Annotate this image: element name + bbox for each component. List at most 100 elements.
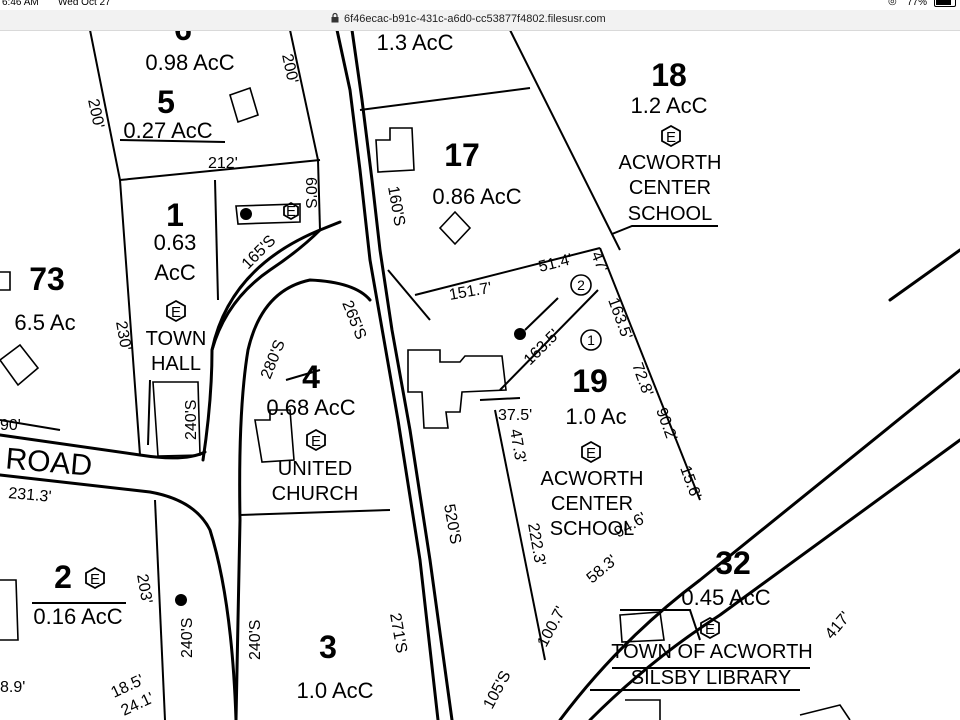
exempt-marker-lot-18: E	[666, 129, 676, 146]
lot-18-area: 1.2 AcC	[630, 93, 707, 118]
building-lot-73-b	[0, 271, 11, 291]
dot-lot-1	[240, 208, 252, 220]
dot-lot-2	[175, 594, 187, 606]
lot-line-19-left	[494, 409, 546, 661]
lot-17-label: 17	[444, 137, 480, 173]
lot-6-area: 0.98 AcC	[145, 50, 234, 75]
lot-line-2	[214, 179, 219, 301]
lot-line-5	[0, 419, 61, 431]
building-lot-2	[0, 579, 19, 641]
lot-18-label: 18	[651, 57, 687, 93]
circle-marker-2	[570, 274, 592, 296]
lot-line-4-left	[285, 369, 321, 381]
main-road-left-edge	[335, 28, 440, 720]
lot-line-19-upper	[479, 397, 521, 401]
lot-32-lines	[620, 609, 701, 641]
status-date: Wed Oct 27	[58, 0, 111, 8]
building-lot-5	[229, 86, 259, 124]
dim-265s: 265'S	[338, 298, 369, 342]
exempt-marker-lot-32: E	[705, 621, 715, 638]
lot-5-underline	[119, 139, 226, 143]
dim-72-8: 72.8'	[628, 361, 656, 399]
lot-line-3	[317, 159, 321, 231]
diagonal-road-upper	[558, 368, 960, 720]
lot-line-17-bottom	[414, 247, 601, 296]
dim-280s: 280'S	[258, 338, 289, 382]
hex-church	[306, 428, 326, 452]
dim-90: 90'	[0, 417, 21, 434]
dim-212: 212'	[208, 155, 238, 172]
building-bottom-right	[799, 704, 851, 720]
dim-105s: 105'S	[481, 668, 515, 712]
battery-percent: 77%	[907, 0, 928, 8]
lot-4-label: 4	[302, 359, 320, 395]
lot-1-area-b: AcC	[154, 260, 196, 285]
dim-222-3: 222.3'	[524, 522, 548, 567]
wifi-icon: ◎	[888, 0, 897, 7]
building-lot-73	[0, 343, 40, 387]
lot-1-area-a: 0.63	[154, 230, 197, 255]
status-time: 6:46 AM	[2, 0, 39, 8]
dim-37-5: 37.5'	[498, 407, 532, 424]
tax-map-drawing: 6 0.98 AcC 5 0.27 AcC 1 0.63 AcC 73 6.5 …	[0, 11, 960, 720]
school-label-c: SCHOOL	[550, 518, 634, 540]
silsby-library-label: SILSBY LIBRARY	[631, 667, 791, 689]
school-label-b: CENTER	[551, 493, 633, 515]
dim-8-9: 8.9'	[0, 679, 25, 696]
exempt-marker-lot-19: E	[586, 445, 596, 462]
dim-51-4: 51.4'	[537, 251, 574, 276]
url-text: 6f46ecac-b91c-431c-a6d0-cc53877f4802.fil…	[344, 13, 606, 25]
lot-73-area: 6.5 Ac	[14, 310, 75, 335]
status-bar: 6:46 AM Wed Oct 27 ◎ 77%	[0, 0, 960, 12]
lot-32-label: 32	[715, 545, 751, 581]
dim-15-6: 15.6'	[676, 464, 704, 502]
building-lot-19	[407, 349, 507, 429]
lot-line-2-left	[154, 499, 166, 720]
town-of-acworth-label: TOWN OF ACWORTH	[611, 641, 812, 663]
dim-200-right: 200'	[278, 52, 301, 85]
lot-line-17-top	[359, 87, 531, 111]
lot-4-area: 0.68 AcC	[266, 395, 355, 420]
school-label-a: ACWORTH	[541, 468, 644, 490]
lot-line-4	[289, 29, 319, 161]
lot-3-area: 1.0 AcC	[296, 678, 373, 703]
lot-line-1	[119, 159, 321, 181]
lot-2-label: 2	[54, 559, 72, 595]
school-top-label-a: ACWORTH	[619, 152, 722, 174]
school-top-label-c: SCHOOL	[628, 203, 712, 225]
dim-240s-hall: 240'S	[183, 400, 200, 440]
loop-road-upper	[210, 228, 322, 352]
dim-203: 203'	[133, 573, 155, 605]
united-church-label-b: CHURCH	[272, 483, 359, 505]
hex-lot-1	[283, 201, 299, 221]
dim-151: 151.7'	[448, 280, 493, 304]
exempt-marker-town-hall: E	[171, 304, 181, 321]
dim-520s: 520'S	[440, 503, 464, 546]
lock-icon	[331, 12, 339, 23]
dot-lot-19	[514, 328, 526, 340]
building-town-hall	[152, 381, 201, 457]
dim-60s: 60'S	[302, 177, 319, 209]
circle-marker-2-label: 2	[577, 277, 585, 293]
hex-lot-19	[581, 440, 601, 464]
lot-line-4-bottom	[239, 509, 391, 516]
lot-19-area: 1.0 Ac	[565, 404, 626, 429]
lot-5-area: 0.27 AcC	[123, 118, 212, 143]
dim-58-3: 58.3'	[584, 552, 621, 587]
hex-lot-18	[661, 124, 681, 148]
battery-icon	[934, 0, 956, 7]
dim-271s: 271'S	[386, 612, 410, 655]
building-lot-17-square	[438, 210, 472, 246]
browser-address-bar[interactable]: 6f46ecac-b91c-431c-a6d0-cc53877f4802.fil…	[0, 10, 960, 31]
exempt-marker-lot-2: E	[90, 571, 100, 588]
dim-200-left: 200'	[84, 97, 107, 130]
lot-line-17-right	[509, 29, 621, 251]
lot-17-area: 0.86 AcC	[432, 184, 521, 209]
dim-240s-lower: 240'S	[179, 618, 196, 658]
hex-lot-2	[85, 566, 105, 590]
circle-marker-1-label: 1	[587, 332, 595, 348]
dim-240s-lot3: 240'S	[247, 620, 264, 660]
lot-line-17-diag	[387, 269, 431, 321]
lot-5-label: 5	[157, 84, 175, 120]
building-lot-1-small	[235, 203, 301, 225]
